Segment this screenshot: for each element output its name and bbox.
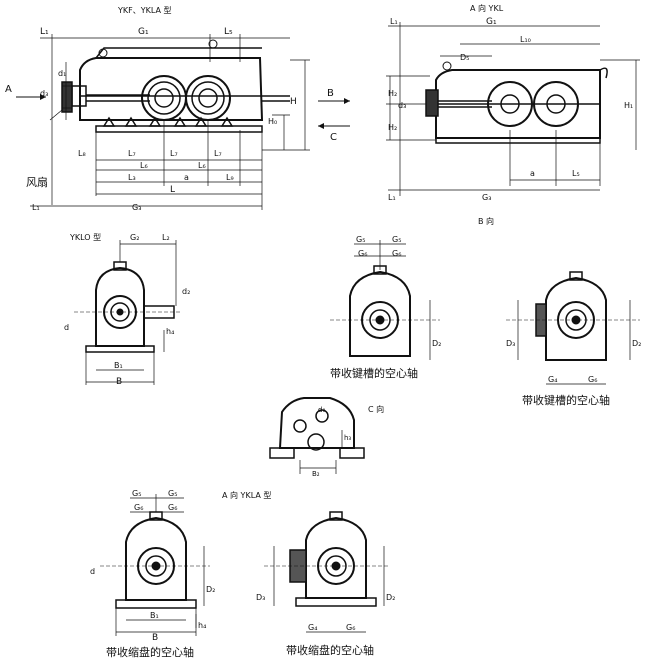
title-b-view: B 向 bbox=[478, 216, 494, 226]
dim-label: H₂ bbox=[388, 123, 397, 132]
dim-label: G₆ bbox=[168, 503, 177, 512]
title-yklo: YKLO 型 bbox=[69, 233, 101, 242]
dim-label: H bbox=[290, 97, 297, 107]
dim-label: G₅ bbox=[168, 489, 177, 498]
dim-label: G₁ bbox=[138, 27, 149, 37]
dim-label: G₂ bbox=[130, 233, 139, 242]
dim-label: G₅ bbox=[392, 235, 401, 244]
dim-label: D₃ bbox=[256, 593, 265, 602]
arrow-b-label: B bbox=[327, 88, 334, 99]
dim-label: D₂ bbox=[206, 585, 215, 594]
dim-label: D₂ bbox=[386, 593, 395, 602]
dim-label: d₃ bbox=[40, 89, 48, 98]
dim-label: L₁ bbox=[388, 193, 396, 202]
dim-label: D₃ bbox=[506, 339, 515, 348]
dim-label: G₆ bbox=[346, 623, 355, 632]
dim-label: G₄ bbox=[308, 623, 317, 632]
dim-label: L bbox=[170, 185, 175, 195]
housing-body bbox=[61, 39, 290, 133]
dim-label: L₇ bbox=[214, 149, 222, 158]
side-view-ykf-ykla: YKF、YKLA 型 bbox=[5, 6, 310, 212]
side-view-ykl: A 向 YKL L₁ G₁ bbox=[386, 3, 640, 202]
c-view: C 向 d₀ h₃ B₂ bbox=[269, 397, 384, 478]
shrink-caption-1: 带收缩盘的空心轴 bbox=[106, 645, 194, 659]
dim-label: G₆ bbox=[134, 503, 143, 512]
dim-label: h₃ bbox=[344, 434, 351, 442]
dim-label: L₇ bbox=[170, 149, 178, 158]
dim-label: d bbox=[90, 567, 95, 576]
dim-label: H₂ bbox=[388, 89, 397, 98]
dim-label: B₁ bbox=[150, 611, 159, 620]
view-arrows-b-c: B C bbox=[318, 88, 350, 143]
dim-label: d bbox=[64, 323, 69, 332]
dim-label: L₂ bbox=[162, 233, 170, 242]
dim-label: L₆ bbox=[198, 161, 206, 170]
title-ykl: A 向 YKL bbox=[470, 3, 504, 13]
dim-label: h₄ bbox=[166, 327, 174, 336]
dim-label: B bbox=[152, 633, 158, 643]
dim-label: d₂ bbox=[182, 287, 190, 296]
dim-label: B₂ bbox=[312, 470, 320, 478]
title-ykf-ykla: YKF、YKLA 型 bbox=[117, 6, 172, 15]
dim-label: L₁ bbox=[390, 17, 398, 26]
fan-label: 风扇 bbox=[26, 175, 48, 189]
title-bottom: A 向 YKLA 型 bbox=[222, 490, 271, 500]
dim-label: h₄ bbox=[198, 621, 206, 630]
dim-label: a bbox=[184, 173, 189, 182]
dim-label: G₁ bbox=[486, 17, 497, 27]
keyway-view-2: B 向 D₃ D₂ G₄ G₆ 带收键槽的空心轴 bbox=[478, 216, 641, 407]
dim-label: D₂ bbox=[432, 339, 441, 348]
dim-label: D₅ bbox=[460, 53, 469, 62]
dim-label: G₅ bbox=[132, 489, 141, 498]
dim-label: G₆ bbox=[392, 249, 401, 258]
dim-label: H₁ bbox=[624, 101, 633, 110]
dim-label: d₀ bbox=[318, 406, 325, 414]
title-c-view: C 向 bbox=[368, 404, 384, 414]
view-arrow-a: A bbox=[5, 84, 46, 100]
dim-label: L₅ bbox=[572, 169, 580, 178]
keyway-caption-1: 带收键槽的空心轴 bbox=[330, 366, 418, 380]
dim-label: L₈ bbox=[78, 149, 86, 158]
arrow-c-label: C bbox=[330, 132, 337, 143]
dim-label: B₁ bbox=[114, 361, 123, 370]
dim-label: G₅ bbox=[356, 235, 365, 244]
dim-label: L₁ bbox=[40, 27, 49, 37]
dim-label: d₃ bbox=[398, 101, 406, 110]
dim-label: L₁ bbox=[32, 203, 40, 212]
shrink-caption-2: 带收缩盘的空心轴 bbox=[286, 643, 374, 657]
dim-label: L₃ bbox=[128, 173, 136, 182]
dim-label: L₆ bbox=[140, 161, 148, 170]
keyway-caption-2: 带收键槽的空心轴 bbox=[522, 393, 610, 407]
arrow-a-label: A bbox=[5, 84, 12, 95]
dim-label: D₂ bbox=[632, 339, 641, 348]
dim-label: B bbox=[116, 377, 122, 387]
dim-label: G₆ bbox=[588, 375, 597, 384]
dim-label: G₃ bbox=[482, 193, 491, 202]
dim-label: G₄ bbox=[548, 375, 557, 384]
keyway-view-1: G₅ G₅ G₆ G₆ D₂ 带收键槽的空心轴 bbox=[330, 235, 441, 380]
dim-label: L₅ bbox=[224, 27, 233, 37]
shrink-view-1: A 向 YKLA 型 G₅ G₅ G₆ G₆ d D₂ h₄ B₁ B 带收缩盘… bbox=[90, 489, 271, 659]
dim-label: G₆ bbox=[358, 249, 367, 258]
dim-label: G₃ bbox=[132, 203, 141, 212]
shrink-view-2: D₃ D₂ G₄ G₆ 带收缩盘的空心轴 bbox=[256, 511, 395, 657]
dim-label: H₀ bbox=[268, 117, 277, 126]
dimension-lines bbox=[30, 34, 310, 210]
dim-label: d₁ bbox=[58, 69, 66, 78]
dim-label: L₇ bbox=[128, 149, 136, 158]
dim-label: a bbox=[530, 169, 535, 178]
dim-label: L₉ bbox=[226, 173, 234, 182]
front-view-yklo: YKLO 型 G₂ L₂ d₂ d h₄ B₁ B bbox=[64, 233, 190, 387]
dim-label: L₁₀ bbox=[520, 35, 531, 44]
